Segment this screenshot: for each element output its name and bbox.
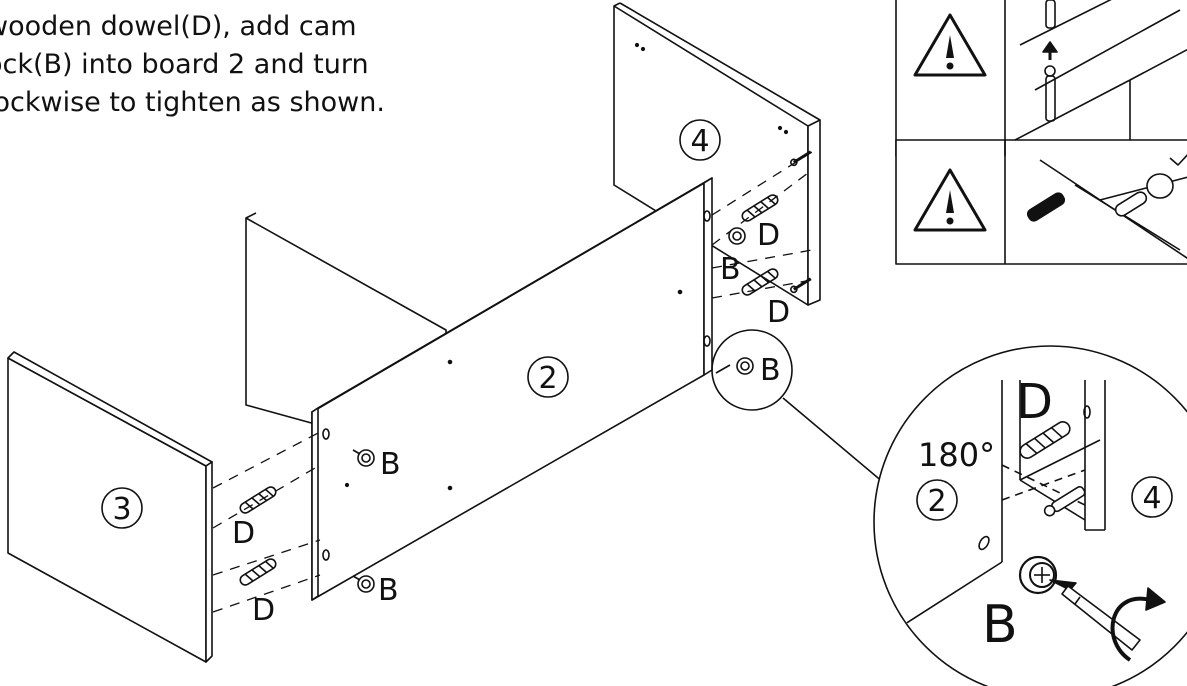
detail-board-2-label: 2 [927,484,946,519]
instruction-line-1: wooden dowel(D), add cam [0,11,357,42]
board-3-label: 3 [112,492,131,527]
dowel-label-3: D [757,218,780,253]
dowel-label-1: D [232,516,255,551]
detail-cam-lock-label: B [982,595,1018,655]
cam-lock-label-1: B [380,447,401,482]
board-2-label: 2 [538,361,557,396]
cam-lock-b-3 [728,227,746,245]
zoom-connector-line [782,397,891,489]
cam-bolt-1 [790,150,812,167]
detail-board-4-badge [1131,476,1173,518]
screwdriver [1049,579,1141,651]
board-2 [311,177,713,601]
cam-bolt-2 [790,277,812,294]
zoom-source-circle [711,329,793,411]
cam-lock-b-4 [736,357,754,375]
warning-panel [895,0,1187,265]
board-3-badge [101,487,143,529]
warning-triangle-icon [913,168,987,232]
instruction-line-3: lockwise to tighten as shown. [0,87,385,118]
cam-lock-b-1 [352,449,375,467]
instruction-text: wooden dowel(D), add cam ock(B) into boa… [0,8,586,122]
rotate-arrow-icon [1110,596,1151,662]
board-4-badge [679,119,721,161]
cam-lock-label-3: B [720,252,741,287]
detail-board-4-label: 4 [1142,481,1161,516]
dowel-d-4 [741,268,779,296]
dowel-d-2 [239,558,277,586]
instruction-line-2: ock(B) into board 2 and turn [0,49,369,80]
cam-lock-label-2: B [378,573,399,608]
board-2-badge [527,356,569,398]
detail-zoom [873,345,1187,686]
warning-triangle-icon [913,13,987,77]
dowel-d-3 [741,194,779,222]
cam-lock-label-4: B [760,353,781,388]
detail-board-2-badge [916,479,958,521]
detail-cam-lock [1018,555,1058,595]
board-4-label: 4 [690,124,709,159]
dowel-label-2: D [252,593,275,628]
dowel-d-1 [239,486,277,514]
cam-lock-b-2 [352,575,375,593]
detail-dowel-label: D [1016,374,1053,430]
detail-rotation-label: 180° [918,436,995,474]
board-2-holes [322,210,711,561]
dowel-label-4: D [767,295,790,330]
